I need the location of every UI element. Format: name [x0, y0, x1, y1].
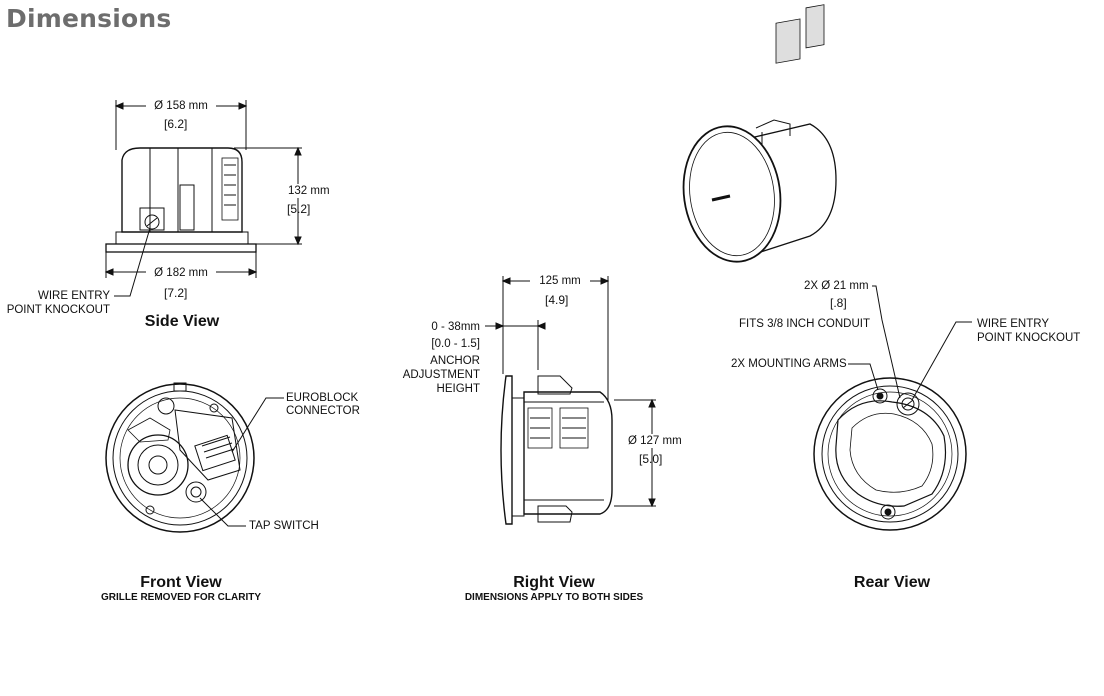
side-top-dim: Ø 158 mm	[146, 99, 216, 113]
anchor-range: 0 - 38mm	[431, 321, 480, 333]
front-view-title: Front View	[140, 574, 222, 591]
front-view-subtitle: GRILLE REMOVED FOR CLARITY	[101, 592, 261, 603]
euroblock-label-1: EUROBLOCK	[286, 392, 359, 404]
right-depth-dim: 125 mm	[530, 274, 590, 288]
conduit-dim-in: [.8]	[830, 296, 847, 310]
right-depth-dim-in: [4.9]	[545, 293, 569, 307]
page-title: Dimensions	[6, 4, 172, 33]
side-bottom-dim: Ø 182 mm	[146, 266, 216, 280]
right-view-title: Right View	[513, 574, 595, 591]
rear-view-title: Rear View	[853, 574, 931, 591]
tap-switch-label: TAP SWITCH	[249, 520, 319, 532]
front-view-drawing	[105, 382, 284, 533]
anchor-label-1: ANCHOR	[430, 355, 480, 367]
right-view-subtitle: DIMENSIONS APPLY TO BOTH SIDES	[464, 592, 644, 603]
rear-wire-entry-label-2: POINT KNOCKOUT	[977, 332, 1081, 344]
side-height-dim-in: [5.2]	[287, 202, 311, 216]
side-top-dim-in: [6.2]	[164, 117, 188, 131]
rear-wire-entry-label-1: WIRE ENTRY	[977, 318, 1049, 330]
side-height-dim: 132 mm	[288, 184, 330, 198]
right-view-drawing	[485, 276, 656, 525]
conduit-dim: 2X Ø 21 mm	[804, 280, 869, 292]
side-wire-entry-label-1: WIRE ENTRY	[38, 290, 110, 302]
anchor-label-3: HEIGHT	[436, 383, 480, 395]
conduit-note: FITS 3/8 INCH CONDUIT	[739, 318, 870, 330]
side-view-title: Side View	[144, 313, 220, 330]
mounting-arms-label: 2X MOUNTING ARMS	[731, 358, 847, 370]
euroblock-label-2: CONNECTOR	[286, 405, 360, 417]
side-bottom-dim-in: [7.2]	[164, 286, 188, 300]
right-dia-dim: Ø 127 mm	[628, 434, 682, 448]
anchor-label-2: ADJUSTMENT	[402, 369, 480, 381]
rear-view-drawing	[813, 285, 972, 531]
anchor-range-in: [0.0 - 1.5]	[431, 338, 480, 350]
isometric-drawing	[682, 4, 837, 263]
right-dia-dim-in: [5.0]	[639, 452, 663, 466]
side-wire-entry-label-2: POINT KNOCKOUT	[6, 304, 110, 316]
